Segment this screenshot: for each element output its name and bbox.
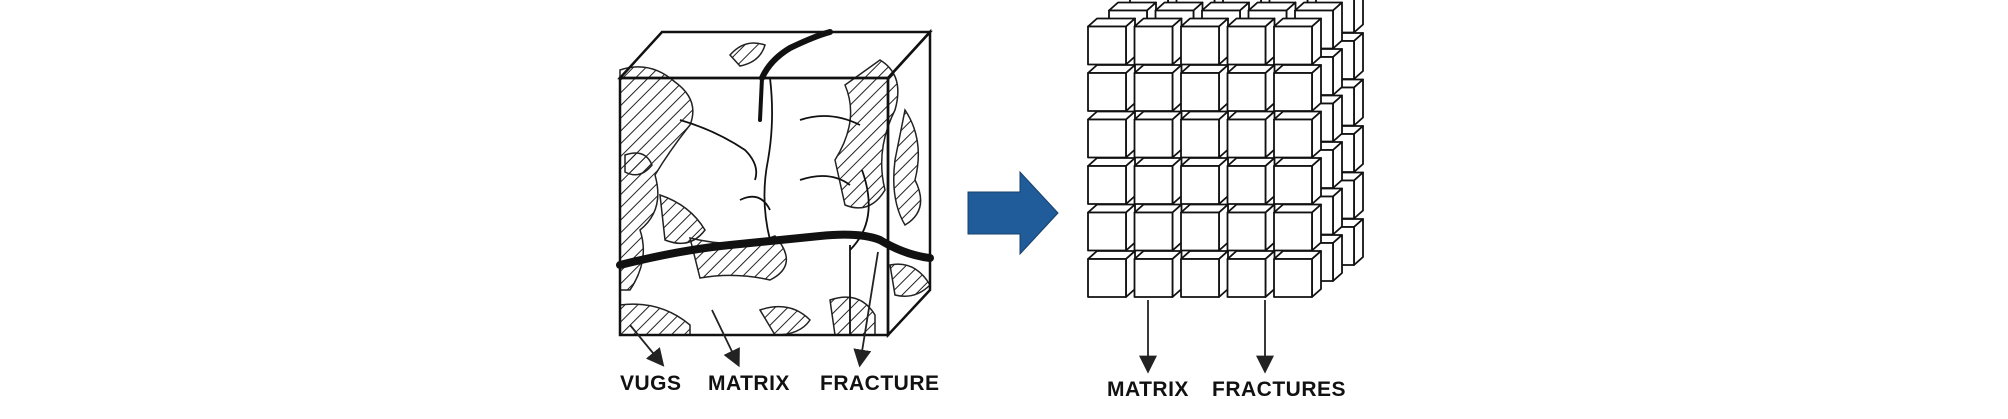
matrix-block bbox=[1133, 110, 1183, 159]
matrix-block bbox=[1087, 64, 1136, 112]
matrix-block bbox=[1226, 157, 1276, 205]
matrix-label: MATRIX bbox=[708, 372, 790, 395]
matrix-block bbox=[1226, 64, 1276, 112]
matrix-block bbox=[1133, 203, 1183, 252]
matrix-block bbox=[1180, 157, 1229, 205]
fractured-rock-cube bbox=[616, 28, 934, 368]
vugs-label: VUGS bbox=[620, 372, 682, 395]
matrix-block bbox=[1087, 110, 1136, 159]
matrix-block bbox=[1180, 110, 1229, 159]
matrix-block bbox=[1273, 64, 1322, 112]
arrow-right-icon bbox=[967, 170, 1059, 256]
vug-regions bbox=[619, 42, 931, 336]
thin-fractures bbox=[679, 77, 870, 335]
matrix-block bbox=[1226, 203, 1276, 252]
right-pointer-arrows bbox=[1139, 300, 1274, 374]
matrix-pointer bbox=[711, 309, 740, 368]
matrix-block bbox=[1087, 17, 1136, 66]
matrix-block bbox=[1273, 157, 1322, 205]
matrix-block-grid bbox=[1087, 0, 1364, 298]
matrix-block bbox=[1087, 203, 1136, 252]
fracture-label: FRACTURE bbox=[820, 372, 940, 395]
matrix-block bbox=[1180, 203, 1229, 252]
matrix-block bbox=[1087, 250, 1136, 298]
matrix-block bbox=[1226, 110, 1276, 159]
fractures-label: FRACTURES bbox=[1212, 378, 1346, 401]
matrix-block bbox=[1133, 250, 1183, 298]
matrix-block bbox=[1180, 17, 1229, 66]
matrix-block bbox=[1273, 17, 1322, 66]
matrix-block bbox=[1087, 157, 1136, 205]
matrix-block bbox=[1133, 64, 1183, 112]
matrix-block bbox=[1133, 157, 1183, 205]
matrix-block bbox=[1226, 250, 1276, 298]
matrix-block bbox=[1133, 17, 1183, 66]
major-fractures bbox=[616, 29, 934, 269]
matrix-block bbox=[1273, 250, 1322, 298]
matrix-block bbox=[1180, 64, 1229, 112]
vugs-pointer bbox=[629, 324, 665, 367]
pointer-arrows bbox=[629, 251, 879, 368]
fracture-pointer bbox=[853, 251, 879, 368]
matrix-block-label: MATRIX bbox=[1107, 378, 1189, 401]
matrix-block bbox=[1273, 203, 1322, 252]
matrix-block bbox=[1273, 110, 1322, 159]
matrix-block bbox=[1226, 17, 1276, 66]
cube-outline bbox=[617, 28, 933, 339]
matrix-block bbox=[1180, 250, 1229, 298]
